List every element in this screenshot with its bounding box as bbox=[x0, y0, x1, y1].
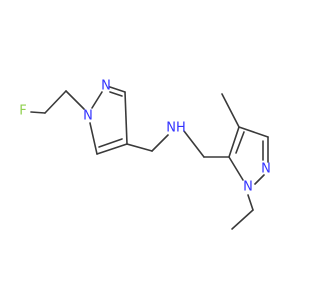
ringB-n1-atom-label: N bbox=[243, 180, 253, 195]
bond-ringB-n1-c5 bbox=[228, 156, 244, 181]
bond-ringA-c3-c4 bbox=[124, 91, 128, 145]
bond-ringB-c5-c4 bbox=[228, 126, 240, 158]
bond-ringB-c4-c3 bbox=[238, 126, 269, 138]
molecule-diagram: F N N NH N N bbox=[19, 79, 271, 230]
bond-ringB-n1-ethyl bbox=[247, 194, 254, 211]
fluorine-atom-label: F bbox=[19, 104, 26, 119]
bond-f-c bbox=[30, 111, 46, 114]
ringA-n2-atom-label: N bbox=[101, 79, 111, 94]
bond-ringA-ch2 bbox=[126, 143, 153, 152]
bond-c-c-chain bbox=[44, 90, 67, 114]
bond-ringB-c5-c4-double bbox=[235, 131, 245, 154]
bond-ringB-n2-n1 bbox=[254, 174, 265, 185]
ringB-n2-atom-label: N bbox=[261, 162, 271, 177]
bond-ethyl-ch3 bbox=[231, 209, 254, 230]
bond-chain-n1 bbox=[65, 90, 85, 110]
ringA-n1-atom-label: N bbox=[83, 109, 93, 124]
bond-ch2-nh bbox=[151, 134, 169, 152]
bond-ringB-c4-methyl bbox=[221, 93, 240, 128]
bond-ringA-n2-c3-double bbox=[109, 91, 123, 97]
amine-nh-atom-label: NH bbox=[166, 121, 186, 136]
bond-ringA-n1-n2 bbox=[91, 91, 103, 109]
bond-ringA-c4-c5 bbox=[96, 143, 128, 155]
bond-ringA-c4-c5-double bbox=[98, 138, 123, 148]
bond-nh-ch2 bbox=[183, 130, 205, 158]
bond-ringA-n2-c3 bbox=[109, 86, 126, 93]
bond-ringA-c5-n1 bbox=[89, 122, 98, 155]
